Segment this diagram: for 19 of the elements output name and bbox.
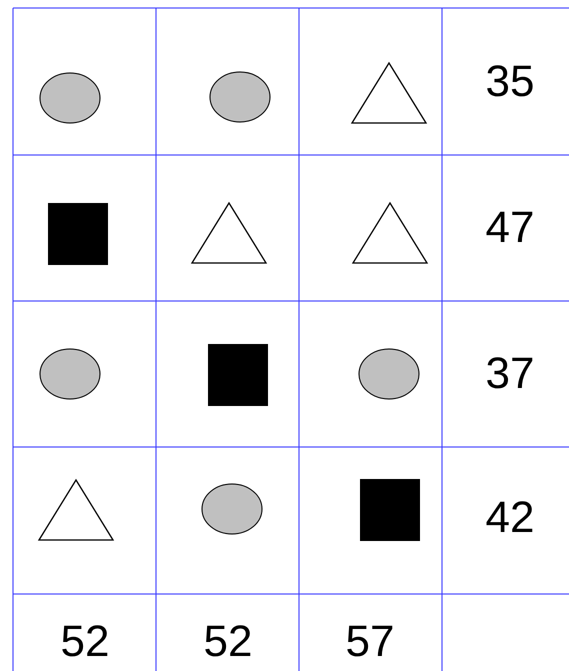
square-shape: [208, 344, 268, 406]
number-label: 52: [204, 617, 252, 667]
square-shape: [48, 203, 108, 265]
triangle-shape: [190, 202, 268, 264]
circle-shape: [210, 72, 270, 122]
number-label: 47: [486, 203, 534, 253]
number-label: 35: [486, 57, 534, 107]
circle-shape: [202, 484, 262, 534]
circle-shape: [40, 72, 100, 124]
number-label: 57: [346, 617, 394, 667]
triangle-shape: [352, 202, 428, 264]
triangle-shape: [350, 62, 428, 124]
number-label: 42: [486, 493, 534, 543]
square-shape: [360, 479, 420, 541]
circle-shape: [40, 348, 100, 400]
triangle-shape: [38, 478, 114, 541]
number-label: 52: [60, 617, 110, 667]
number-label: 37: [486, 349, 534, 399]
circle-shape: [358, 348, 420, 400]
